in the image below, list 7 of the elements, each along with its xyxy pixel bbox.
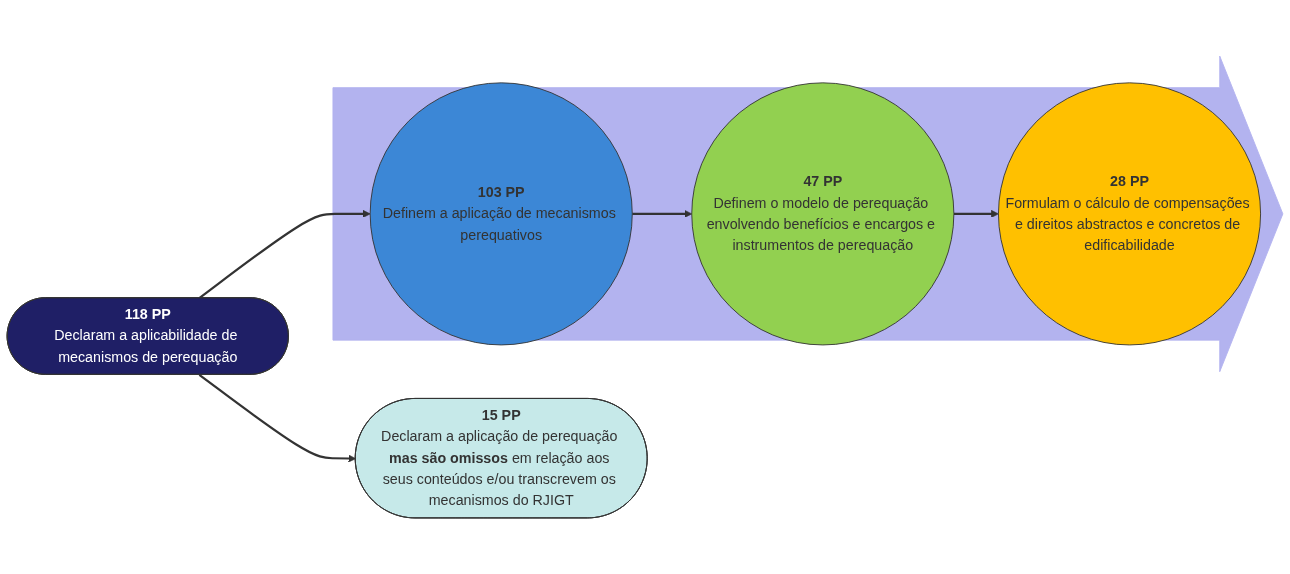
arrow (953, 209, 999, 218)
node-circle: 103 PP Definem a aplicação de mecanismos perequativos (369, 82, 633, 346)
node-circle: 28 PP Formulam o cálculo de compensações e direitos abstractos e concretos de edificabilidade (998, 82, 1262, 346)
arrow (632, 209, 693, 218)
cluster (332, 55, 1284, 373)
arrow (198, 373, 357, 463)
node-circle: 47 PP Definem o modelo de perequação envolvendo benefícios e encargos e instrumentos de perequação (691, 82, 955, 346)
